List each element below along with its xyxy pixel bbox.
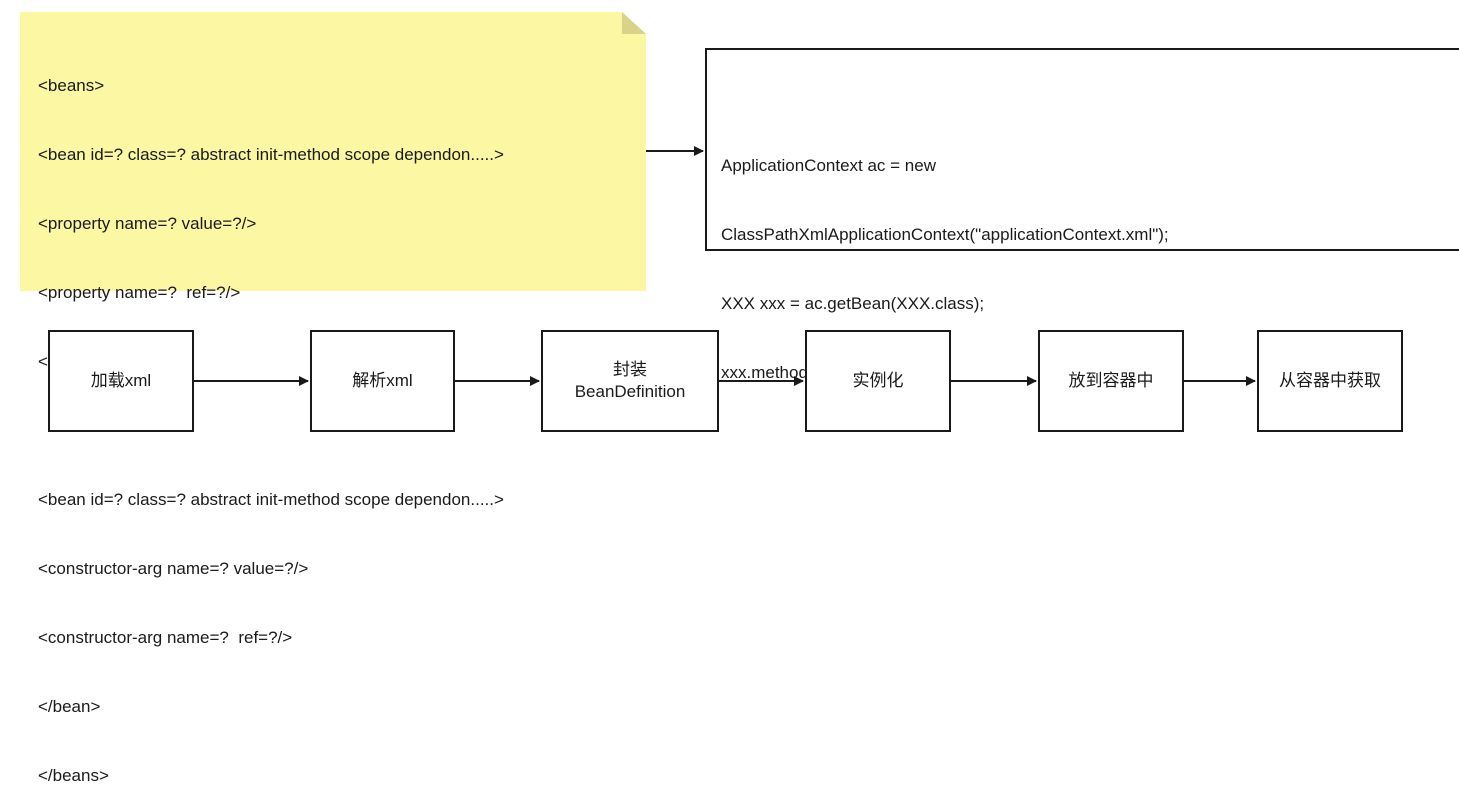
flow-step-put-into-container: 放到容器中 (1038, 330, 1184, 432)
flow-step-wrap-beandefinition: 封装 BeanDefinition (541, 330, 719, 432)
flow-step-label: 封装 BeanDefinition (574, 360, 686, 401)
flow-step-label: 从容器中获取 (1279, 371, 1381, 390)
flow-step-instantiate: 实例化 (805, 330, 951, 432)
note-line: <property name=? ref=?/> (38, 283, 241, 302)
flow-step-parse-xml: 解析xml (310, 330, 455, 432)
note-line: <bean id=? class=? abstract init-method … (38, 490, 504, 509)
flow-step-label: 解析xml (352, 371, 413, 390)
connector-arrows (194, 146, 1256, 386)
code-line: XXX xxx = ac.getBean(XXX.class); (721, 294, 985, 313)
note-line: <constructor-arg name=? ref=?/> (38, 628, 293, 647)
xml-config-note (20, 12, 646, 291)
flow-step-get-from-container: 从容器中获取 (1257, 330, 1403, 432)
flow-step-load-xml: 加载xml (48, 330, 194, 432)
code-line: ApplicationContext ac = new (721, 156, 936, 175)
java-code-box: ApplicationContext ac = new ClassPathXml… (705, 48, 1459, 382)
note-line: </bean> (38, 697, 101, 716)
note-line: <property name=? value=?/> (38, 214, 257, 233)
flow-step-label: 实例化 (852, 371, 904, 390)
code-line: ClassPathXmlApplicationContext("applicat… (721, 225, 1169, 244)
note-line: <beans> (38, 76, 105, 95)
flow-step-label: 加载xml (90, 371, 152, 390)
note-line: </beans> (38, 766, 109, 785)
note-line: <bean id=? class=? abstract init-method … (38, 145, 504, 164)
note-line: <constructor-arg name=? value=?/> (38, 559, 309, 578)
flow-step-label: 放到容器中 (1068, 371, 1154, 390)
